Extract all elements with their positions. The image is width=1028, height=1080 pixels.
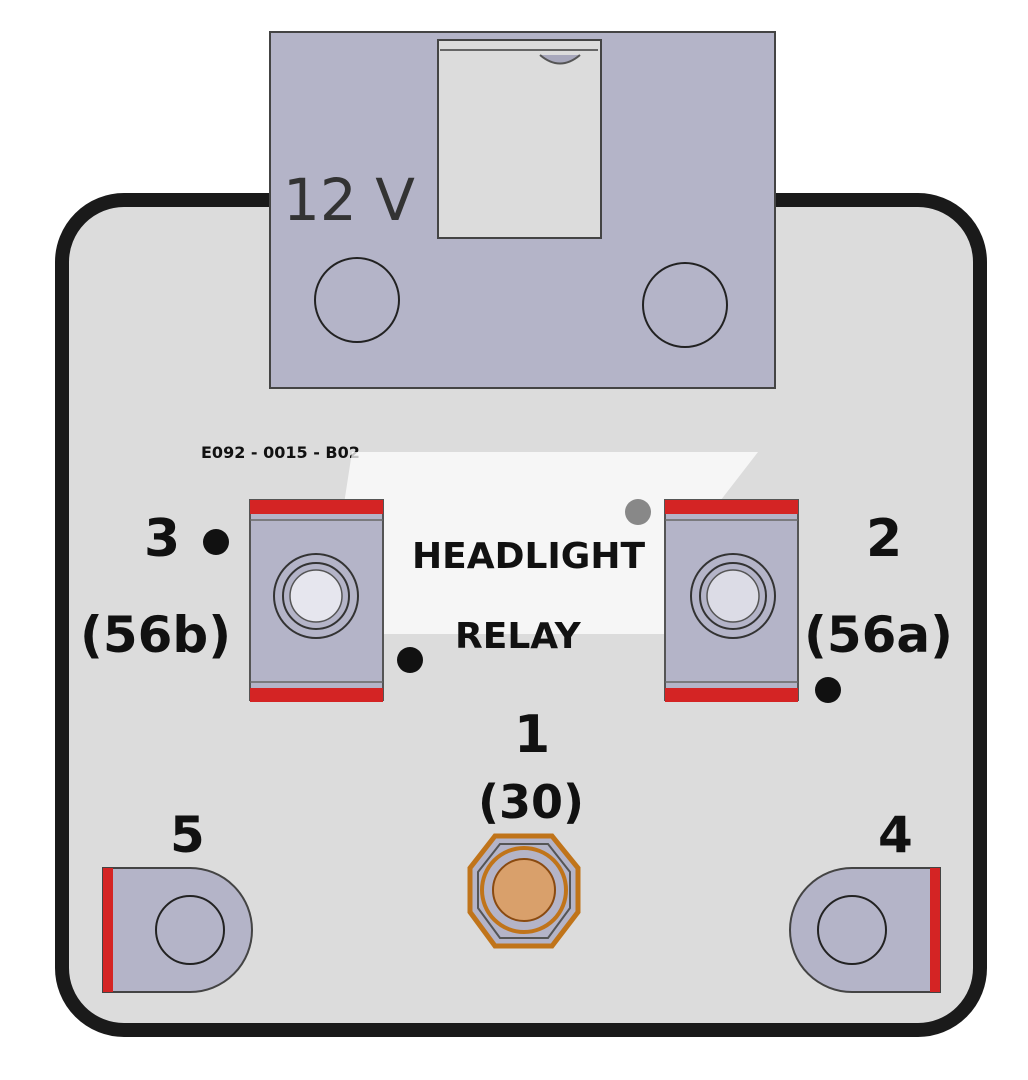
terminal-5-tab [102, 867, 253, 993]
terminal-1-stud [467, 833, 581, 949]
relay-title-line1: HEADLIGHT [412, 536, 645, 577]
marker-dot-center [397, 647, 423, 673]
relay-title-line2: RELAY [455, 616, 582, 657]
bracket-hole-left [314, 257, 400, 343]
terminal-2-code: (56a) [804, 606, 953, 664]
terminal-5-number: 5 [170, 806, 205, 864]
marker-dot-3 [203, 529, 229, 555]
terminal-2-number: 2 [866, 509, 902, 569]
part-number: E092 - 0015 - B02 [201, 443, 360, 462]
terminal-1-number: 1 [514, 705, 550, 765]
terminal-2-spade [664, 499, 799, 702]
mounting-bracket: 12 V [269, 31, 776, 389]
bracket-slot [437, 39, 602, 239]
terminal-1-code: (30) [478, 775, 584, 829]
terminal-3-spade [249, 499, 384, 702]
voltage-label: 12 V [283, 166, 415, 234]
marker-dot-grey [625, 499, 651, 525]
terminal-4-number: 4 [878, 806, 913, 864]
terminal-3-code: (56b) [80, 606, 231, 664]
terminal-4-tab [789, 867, 941, 993]
bracket-hole-right [642, 262, 728, 348]
marker-dot-2 [815, 677, 841, 703]
terminal-3-number: 3 [144, 509, 180, 569]
